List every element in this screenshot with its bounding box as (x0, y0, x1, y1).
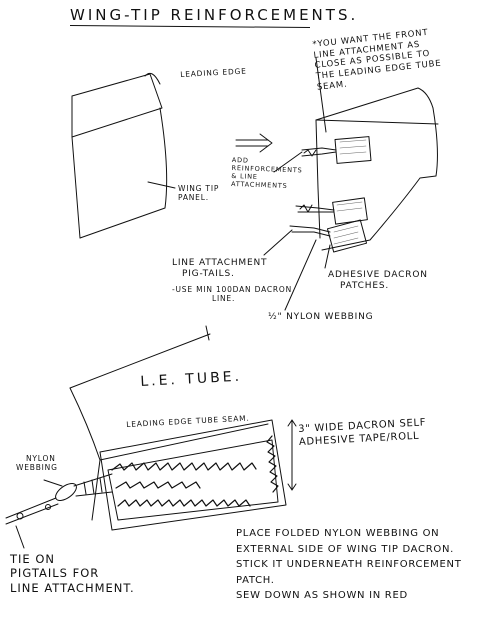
front-note-pointer (315, 57, 327, 133)
zigzag-stitch-top (111, 462, 257, 471)
wing-tip-panel-label: WING TIP PANEL. (178, 184, 220, 203)
add-reinforcements-label: ADD REINFORCEMENTS & LINE ATTACHMENTS (230, 156, 303, 191)
adhesive-patch-2 (332, 197, 368, 225)
webbing-pointer (284, 239, 317, 311)
pigtails-bottom (289, 225, 331, 237)
le-tube-shape (69, 333, 269, 521)
reinforced-wing-shape (315, 87, 439, 251)
transform-arrow (235, 133, 273, 153)
zigzag-stitch-right (266, 435, 279, 493)
patch-pointer (324, 244, 331, 269)
instructions-text: PLACE FOLDED NYLON WEBBING ON EXTERNAL S… (236, 528, 462, 601)
pigtails-top (301, 147, 337, 157)
pigtail-pointer (263, 229, 293, 256)
dimension-arrow (287, 419, 297, 491)
adhesive-patch-1 (334, 136, 372, 164)
pigtails-label: LINE ATTACHMENT PIG-TAILS. -USE MIN 100D… (172, 258, 293, 303)
reinforcement-tape (99, 419, 287, 531)
tie-on-pointer (15, 525, 25, 549)
tie-on-label: TIE ON PIGTAILS FOR LINE ATTACHMENT. (10, 552, 135, 595)
adhesive-patches-label: ADHESIVE DACRON PATCHES. (328, 270, 428, 292)
nylon-webbing-loop (55, 473, 113, 501)
nylon-webbing-label: NYLON WEBBING (16, 454, 58, 473)
zigzag-stitch-bottom (117, 499, 251, 507)
wing-tip-panel-shape (71, 72, 168, 239)
zigzag-stitch-middle (115, 481, 201, 489)
pigtail-lines (5, 497, 59, 525)
page-title: WING-TIP REINFORCEMENTS. (70, 6, 359, 24)
nylon-webbing-size-label: ½" NYLON WEBBING (268, 312, 374, 322)
reinforcements-pointer (273, 151, 303, 173)
page-tick (205, 325, 210, 341)
nylon-webbing-pointer (43, 479, 63, 487)
pigtails-middle (295, 204, 335, 213)
adhesive-patch-3 (326, 219, 368, 253)
wing-tip-pointer (147, 181, 176, 189)
